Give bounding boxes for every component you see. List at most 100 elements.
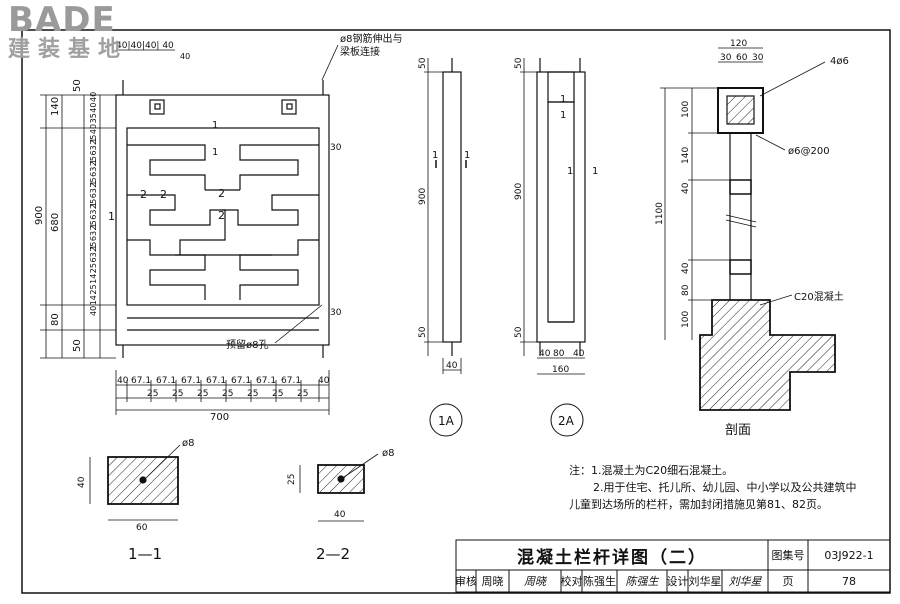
fine-dim: 63.1 — [89, 223, 98, 241]
note-line-3: 儿童到达场所的栏杆，需加封闭措施见第81、82页。 — [569, 498, 828, 511]
s22-label: 2—2 — [316, 545, 350, 563]
brand-logo: BADE 建装基地 — [8, 2, 128, 62]
s11-height: 40 — [77, 476, 87, 488]
top-dims: 40|40|40| 40 — [116, 41, 174, 51]
s11-label: 1—1 — [128, 545, 162, 563]
elevation-bottom-ticks — [126, 380, 320, 402]
1a-width: 40 — [446, 361, 458, 371]
fine-dim: 35 — [89, 113, 98, 123]
dim-50-top: 50 — [72, 79, 83, 92]
dim-50-bottom: 50 — [72, 339, 83, 352]
2a-bdim-40b: 40 — [573, 349, 585, 359]
bottom-dim: 67.1 — [231, 376, 251, 386]
fine-dim: 40 — [89, 92, 98, 102]
section-2-2 — [299, 453, 379, 522]
mark-2d: 2 — [218, 209, 225, 222]
s22-rebar: ø8 — [382, 448, 394, 459]
1a-dim-50-bottom: 50 — [418, 326, 428, 338]
fine-dim: 63.1 — [89, 159, 98, 177]
section-view — [660, 47, 836, 411]
bottom-subdim: 25 — [297, 389, 308, 399]
page-label: 页 — [782, 575, 794, 588]
sec-v-80: 80 — [681, 284, 691, 296]
dim-700: 700 — [210, 412, 229, 423]
fine-dim: 25 — [89, 156, 98, 166]
1a-label: 1A — [438, 414, 455, 428]
bottom-subdim: 25 — [147, 389, 158, 399]
fine-dim: 63.1 — [89, 202, 98, 220]
atlas-label: 图集号 — [771, 549, 805, 562]
proofer-signature: 陈强生 — [625, 575, 659, 588]
bottom-dim: 40 — [117, 376, 129, 386]
2a-mark-c: 1 — [567, 166, 573, 177]
rebar-note-line1: ø8钢筋伸出与 — [340, 32, 402, 45]
title-block: 混凝土栏杆详图（二） 图集号 03J922-1 审核 周晓 周晓 校对 陈强生 … — [455, 540, 890, 592]
right-dim-30: 30 — [330, 143, 342, 153]
bottom-subdim: 25 — [197, 389, 208, 399]
sec-v-140: 140 — [681, 147, 691, 164]
notes: 注：1.混凝土为C20细石混凝土。 2.用于住宅、托儿所、幼儿园、中小学以及公共… — [569, 462, 869, 513]
fine-dim: 25 — [89, 284, 98, 294]
bottom-subdim: 25 — [222, 389, 233, 399]
sec-dim-30a: 30 — [720, 53, 732, 63]
section-1-1-labels: ø8 40 60 1—1 — [77, 438, 194, 563]
brand-name: BADE — [8, 0, 116, 40]
fine-dim: 63.1 — [89, 180, 98, 198]
fine-dim: 25 — [89, 263, 98, 273]
elevation-view — [115, 80, 330, 358]
right-dim-30b: 30 — [330, 308, 342, 318]
section-1-1 — [89, 444, 181, 521]
view-2A-labels: 50 900 50 40 80 40 160 2A 1 1 1 1 — [514, 57, 598, 428]
dim-140: 140 — [50, 97, 61, 116]
s11-width: 60 — [136, 523, 148, 533]
fine-dim: 25 — [89, 199, 98, 209]
2a-mark-b: 1 — [560, 110, 566, 121]
elevation-dimensions — [40, 44, 339, 415]
2a-dim-50-bottom: 50 — [514, 326, 524, 338]
2a-bdim-80: 80 — [553, 349, 565, 359]
bottom-dim: 67.1 — [281, 376, 301, 386]
view-1A-labels: 50 900 50 40 1A 1 1 — [418, 57, 470, 428]
sec-v-40a: 40 — [681, 182, 691, 194]
sec-v-40b: 40 — [681, 262, 691, 274]
drawing-title: 混凝土栏杆详图（二） — [517, 547, 707, 568]
sec-v-100b: 100 — [681, 311, 691, 328]
section-labels: 120 30 60 30 4ø6 ø6@200 C20混凝土 剖面 100 14… — [655, 39, 849, 438]
fine-dim: 14 — [89, 274, 98, 284]
2a-dim-50-top: 50 — [514, 57, 524, 69]
fine-dim: 40 — [89, 306, 98, 316]
sec-rebar: 4ø6 — [830, 56, 849, 67]
dim-900: 900 — [34, 206, 45, 225]
2a-bdim-total: 160 — [552, 365, 569, 375]
bottom-dim: 67.1 — [206, 376, 226, 386]
view-1A — [424, 58, 467, 437]
checker-signature: 周晓 — [524, 575, 546, 588]
sec-concrete: C20混凝土 — [794, 290, 844, 303]
fine-dim: 25 — [89, 242, 98, 252]
sheet-border — [21, 29, 891, 594]
mark-2a: 2 — [140, 188, 147, 201]
top-small-dim: 40 — [180, 52, 190, 61]
fine-dim: 63.1 — [89, 245, 98, 263]
1a-dim-900: 900 — [418, 188, 428, 205]
sec-dim-30b: 30 — [752, 53, 764, 63]
fine-dim: 25 — [89, 220, 98, 230]
view-2A — [520, 58, 586, 437]
design-label: 设计 — [666, 575, 689, 588]
hole-note: 预留ø8孔 — [226, 338, 268, 351]
mark-2b: 2 — [160, 188, 167, 201]
section-2-2-labels: ø8 25 40 2—2 — [287, 448, 394, 563]
proof-label: 校对 — [560, 575, 583, 588]
bottom-subdim: 25 — [172, 389, 183, 399]
brand-subtitle: 建装基地 — [8, 37, 129, 62]
sec-v-1100: 1100 — [655, 202, 665, 225]
sec-label: 剖面 — [725, 423, 751, 438]
s11-rebar: ø8 — [182, 438, 194, 449]
bottom-dim: 67.1 — [156, 376, 176, 386]
mark-1c: 1 — [108, 210, 115, 223]
fine-dim: 25 — [89, 177, 98, 187]
mark-1b: 1 — [212, 147, 218, 158]
2a-mark-d: 1 — [592, 166, 598, 177]
bottom-dim: 40 — [318, 376, 330, 386]
